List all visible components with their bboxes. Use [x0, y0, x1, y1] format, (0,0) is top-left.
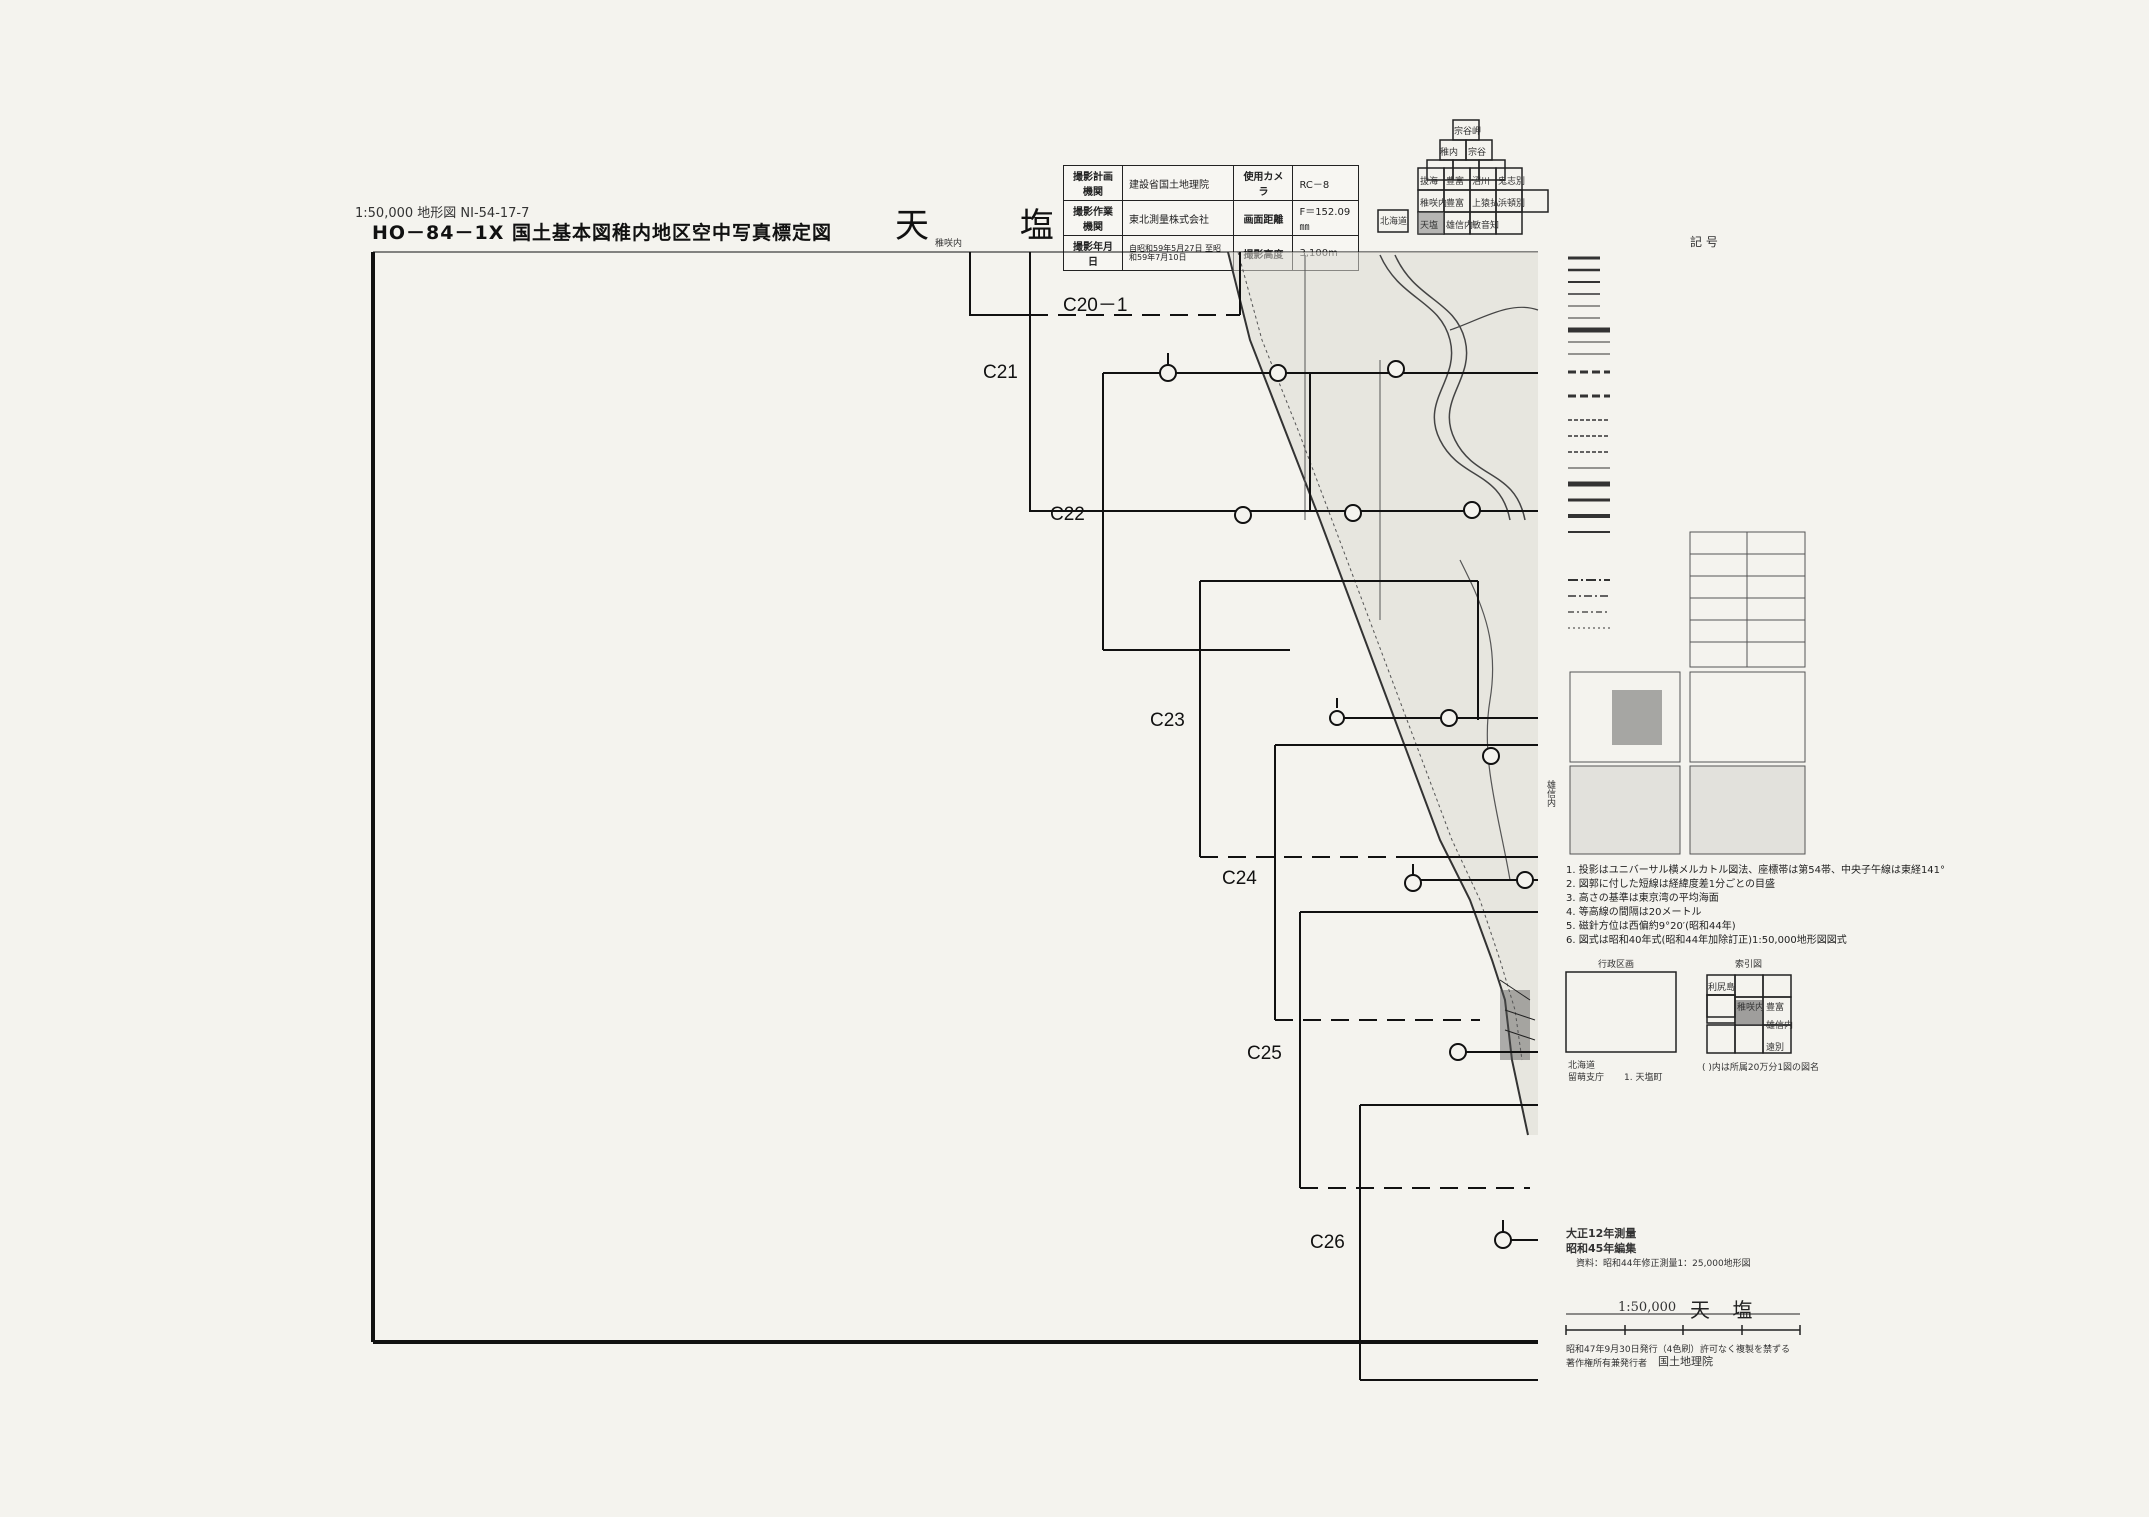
admin-line: 北海道	[1568, 1061, 1596, 1071]
index-label: 豊富	[1446, 199, 1465, 209]
index-map-title: HO－84－1X 国土基本図稚内地区空中写真標定図	[372, 222, 832, 244]
info-row: 撮影作業機関 東北測量株式会社 画面距離 F＝152.09㎜	[1063, 200, 1359, 236]
info-value: 建設省国土地理院	[1121, 165, 1235, 201]
admin-line: 留萌支庁	[1568, 1073, 1605, 1083]
admin-line: 1. 天塩町	[1624, 1073, 1663, 1083]
info-key: 撮影年月日	[1063, 235, 1123, 271]
copy-notice: 許可なく複製を禁ずる	[1700, 1345, 1791, 1355]
bottom-map-name: 天 塩	[1690, 1298, 1761, 1322]
index-label: 沼川	[1472, 177, 1491, 187]
region-badge-frame	[1377, 209, 1409, 233]
info-key: 撮影作業機関	[1063, 200, 1123, 236]
bottom-scale: 1:50,000	[1618, 1300, 1677, 1315]
note-line: 6. 図式は昭和40年式(昭和44年加除訂正)1:50,000地形図図式	[1566, 935, 1847, 946]
index-cell: 稚咲内	[1737, 1003, 1765, 1013]
index-cell: 利尻島	[1708, 983, 1736, 993]
map-notes: 1. 投影はユニバーサル横メルカトル図法、座標帯は第54帯、中央子午線は東経14…	[1566, 864, 1945, 948]
index-cell: 遠別	[1766, 1043, 1785, 1053]
legend-building-sample	[1612, 690, 1662, 745]
legend-title: 記 号	[1690, 235, 1718, 249]
map-sheet-name: 天 塩	[895, 206, 1094, 246]
index-label: 浜頓別	[1498, 199, 1526, 209]
legend-side-label: 雄信内	[1545, 780, 1555, 807]
index-label: 抜海	[1420, 177, 1439, 187]
info-value: RC－8	[1292, 165, 1359, 201]
photo-centers	[1159, 353, 1534, 1249]
current-sheet-marker	[1418, 212, 1444, 234]
issue-date: 昭和47年9月30日発行（4色刷）	[1566, 1345, 1700, 1355]
publisher-label: 著作権所有兼発行者	[1566, 1359, 1648, 1369]
info-value: 東北測量株式会社	[1121, 200, 1235, 236]
index-cell: 豊富	[1766, 1003, 1785, 1013]
source-note: 資料：昭和44年修正測量1：25,000地形図	[1576, 1259, 1751, 1269]
index-label: 敏音知	[1472, 221, 1500, 231]
index-box-note: ( )内は所属20万分1図の図名	[1702, 1063, 1820, 1073]
neighbor-sheet-label: 稚咲内	[935, 239, 963, 249]
index-label: 鬼志別	[1498, 177, 1526, 187]
index-label: 天塩	[1420, 221, 1439, 231]
note-line: 3. 高さの基準は東京湾の平均海面	[1566, 893, 1719, 904]
index-label: 稚内	[1440, 148, 1459, 158]
legend-landuse-grid	[1569, 531, 1806, 855]
info-value: 自昭和59年5月27日 至昭和59年7月10日	[1121, 235, 1235, 271]
index-box-title: 索引図	[1735, 960, 1763, 970]
region-badge: 北海道	[1380, 217, 1408, 227]
index-label-top: 宗谷岬	[1454, 127, 1482, 137]
strip-label: C20－1	[1063, 295, 1128, 316]
survey-year: 大正12年測量	[1566, 1227, 1637, 1240]
scale-designation: 1:50,000 地形図 NI-54-17-7	[355, 206, 530, 221]
edit-year: 昭和45年編集	[1566, 1242, 1637, 1255]
strip-label: C24	[1222, 868, 1257, 889]
admin-box-title: 行政区画	[1598, 960, 1635, 970]
info-value: F＝152.09㎜	[1292, 200, 1359, 236]
index-label: 豊富	[1446, 177, 1465, 187]
note-line: 5. 磁針方位は西偏約9°20′(昭和44年)	[1566, 921, 1736, 932]
publisher-name: 国土地理院	[1658, 1355, 1713, 1368]
flight-strips	[969, 252, 1538, 1381]
note-line: 1. 投影はユニバーサル横メルカトル図法、座標帯は第54帯、中央子午線は東経14…	[1566, 865, 1946, 876]
index-label: 雄信内	[1446, 221, 1474, 231]
admin-index-boxes	[1565, 971, 1792, 1054]
strip-label: C26	[1310, 1232, 1345, 1253]
topographic-strip	[1227, 251, 1539, 1136]
index-label: 稚咲内	[1420, 199, 1448, 209]
index-cell: 雄信内	[1766, 1021, 1794, 1031]
info-row: 撮影計画機関 建設省国土地理院 使用カメラ RC－8	[1063, 165, 1359, 201]
strip-label: C25	[1247, 1043, 1282, 1064]
note-line: 2. 図郭に付した短線は経緯度差1分ごとの目盛	[1566, 879, 1775, 890]
legend-swatches	[1568, 256, 1610, 629]
index-label: 宗谷	[1468, 148, 1487, 158]
town-blocks	[1500, 990, 1530, 1060]
strip-label: C22	[1050, 504, 1085, 525]
index-label: 上猿払	[1472, 199, 1500, 209]
strip-label: C23	[1150, 710, 1185, 731]
strip-label: C21	[983, 362, 1018, 383]
index-grid-diagram	[1426, 119, 1506, 181]
note-line: 4. 等高線の間隔は20メートル	[1566, 907, 1702, 918]
scale-bar	[1565, 1313, 1801, 1335]
